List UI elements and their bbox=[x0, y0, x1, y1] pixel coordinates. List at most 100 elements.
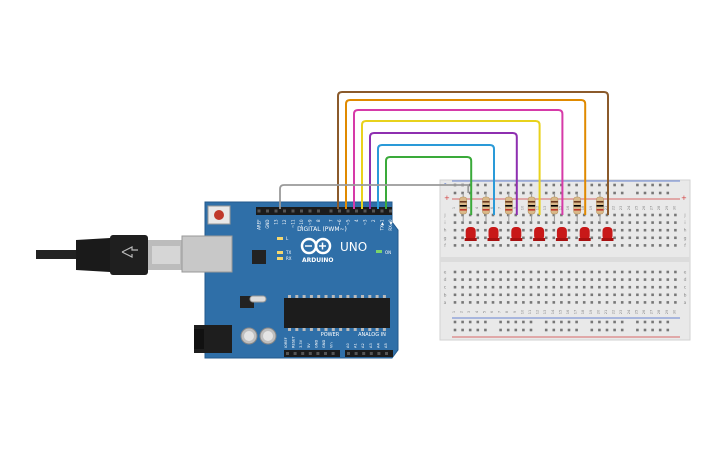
terminal-hole[interactable] bbox=[590, 221, 594, 224]
terminal-hole[interactable] bbox=[575, 270, 578, 274]
terminal-hole[interactable] bbox=[468, 270, 472, 274]
terminal-hole[interactable] bbox=[484, 244, 487, 247]
rail-hole[interactable] bbox=[484, 328, 487, 332]
terminal-hole[interactable] bbox=[613, 301, 616, 304]
rail-hole[interactable] bbox=[636, 191, 639, 195]
rail-hole[interactable] bbox=[590, 328, 594, 332]
rail-hole[interactable] bbox=[552, 328, 556, 332]
terminal-hole[interactable] bbox=[605, 301, 609, 304]
terminal-hole[interactable] bbox=[529, 228, 533, 232]
terminal-hole[interactable] bbox=[484, 228, 487, 232]
terminal-hole[interactable] bbox=[628, 270, 632, 274]
rail-hole[interactable] bbox=[620, 191, 624, 195]
terminal-hole[interactable] bbox=[620, 293, 624, 297]
rail-hole[interactable] bbox=[643, 183, 647, 187]
terminal-hole[interactable] bbox=[613, 293, 616, 297]
rail-hole[interactable] bbox=[651, 328, 654, 332]
terminal-hole[interactable] bbox=[666, 270, 670, 274]
terminal-hole[interactable] bbox=[666, 213, 670, 217]
terminal-hole[interactable] bbox=[560, 278, 563, 281]
terminal-hole[interactable] bbox=[575, 213, 578, 217]
terminal-hole[interactable] bbox=[499, 244, 502, 247]
rail-hole[interactable] bbox=[468, 328, 472, 332]
rail-hole[interactable] bbox=[598, 191, 601, 195]
terminal-hole[interactable] bbox=[484, 285, 487, 289]
terminal-hole[interactable] bbox=[636, 278, 639, 281]
terminal-hole[interactable] bbox=[514, 301, 518, 304]
digital-pin-hole[interactable] bbox=[283, 209, 286, 213]
power-header[interactable] bbox=[284, 350, 340, 357]
rail-hole[interactable] bbox=[666, 183, 670, 187]
terminal-hole[interactable] bbox=[499, 270, 502, 274]
terminal-hole[interactable] bbox=[552, 270, 556, 274]
terminal-hole[interactable] bbox=[514, 244, 518, 247]
terminal-hole[interactable] bbox=[484, 293, 487, 297]
rail-hole[interactable] bbox=[651, 191, 654, 195]
rail-hole[interactable] bbox=[484, 183, 487, 187]
terminal-hole[interactable] bbox=[544, 301, 548, 304]
terminal-hole[interactable] bbox=[582, 221, 586, 224]
rail-hole[interactable] bbox=[575, 320, 578, 324]
terminal-hole[interactable] bbox=[674, 301, 677, 304]
rail-hole[interactable] bbox=[544, 191, 548, 195]
rail-hole[interactable] bbox=[598, 320, 601, 324]
terminal-hole[interactable] bbox=[461, 228, 464, 232]
terminal-hole[interactable] bbox=[590, 278, 594, 281]
analog-header[interactable] bbox=[345, 350, 393, 357]
rail-hole[interactable] bbox=[658, 320, 662, 324]
terminal-hole[interactable] bbox=[453, 278, 457, 281]
terminal-hole[interactable] bbox=[468, 221, 472, 224]
terminal-hole[interactable] bbox=[582, 301, 586, 304]
rail-hole[interactable] bbox=[529, 191, 533, 195]
rail-hole[interactable] bbox=[605, 320, 609, 324]
rail-hole[interactable] bbox=[636, 328, 639, 332]
terminal-hole[interactable] bbox=[453, 236, 457, 240]
terminal-hole[interactable] bbox=[461, 221, 464, 224]
terminal-hole[interactable] bbox=[453, 213, 457, 217]
rail-hole[interactable] bbox=[590, 320, 594, 324]
terminal-hole[interactable] bbox=[658, 228, 662, 232]
terminal-hole[interactable] bbox=[514, 285, 518, 289]
rail-hole[interactable] bbox=[651, 320, 654, 324]
reset-button[interactable] bbox=[214, 210, 224, 220]
terminal-hole[interactable] bbox=[506, 244, 510, 247]
rail-hole[interactable] bbox=[590, 183, 594, 187]
rail-hole[interactable] bbox=[461, 328, 464, 332]
terminal-hole[interactable] bbox=[476, 285, 480, 289]
terminal-hole[interactable] bbox=[491, 270, 495, 274]
terminal-hole[interactable] bbox=[628, 213, 632, 217]
wire-pin-1[interactable] bbox=[385, 156, 473, 215]
terminal-hole[interactable] bbox=[529, 244, 533, 247]
terminal-hole[interactable] bbox=[544, 221, 548, 224]
terminal-hole[interactable] bbox=[453, 228, 457, 232]
terminal-hole[interactable] bbox=[522, 221, 525, 224]
terminal-hole[interactable] bbox=[491, 285, 495, 289]
terminal-hole[interactable] bbox=[643, 278, 647, 281]
rail-hole[interactable] bbox=[476, 328, 480, 332]
terminal-hole[interactable] bbox=[613, 236, 616, 240]
rail-hole[interactable] bbox=[613, 191, 616, 195]
rail-hole[interactable] bbox=[522, 191, 525, 195]
terminal-hole[interactable] bbox=[620, 213, 624, 217]
digital-header[interactable] bbox=[256, 207, 392, 215]
terminal-hole[interactable] bbox=[575, 221, 578, 224]
terminal-hole[interactable] bbox=[476, 236, 480, 240]
rail-hole[interactable] bbox=[476, 320, 480, 324]
terminal-hole[interactable] bbox=[537, 278, 540, 281]
terminal-hole[interactable] bbox=[636, 244, 639, 247]
terminal-hole[interactable] bbox=[582, 285, 586, 289]
terminal-hole[interactable] bbox=[651, 221, 654, 224]
rail-hole[interactable] bbox=[544, 183, 548, 187]
digital-pin-hole[interactable] bbox=[389, 209, 392, 213]
rail-hole[interactable] bbox=[560, 191, 563, 195]
terminal-hole[interactable] bbox=[484, 278, 487, 281]
rail-hole[interactable] bbox=[529, 320, 533, 324]
terminal-hole[interactable] bbox=[491, 221, 495, 224]
rail-hole[interactable] bbox=[560, 320, 563, 324]
digital-pin-hole[interactable] bbox=[372, 209, 375, 213]
terminal-hole[interactable] bbox=[620, 285, 624, 289]
terminal-hole[interactable] bbox=[514, 270, 518, 274]
terminal-hole[interactable] bbox=[567, 301, 571, 304]
wire-pin-4[interactable] bbox=[361, 120, 541, 215]
rail-hole[interactable] bbox=[552, 183, 556, 187]
